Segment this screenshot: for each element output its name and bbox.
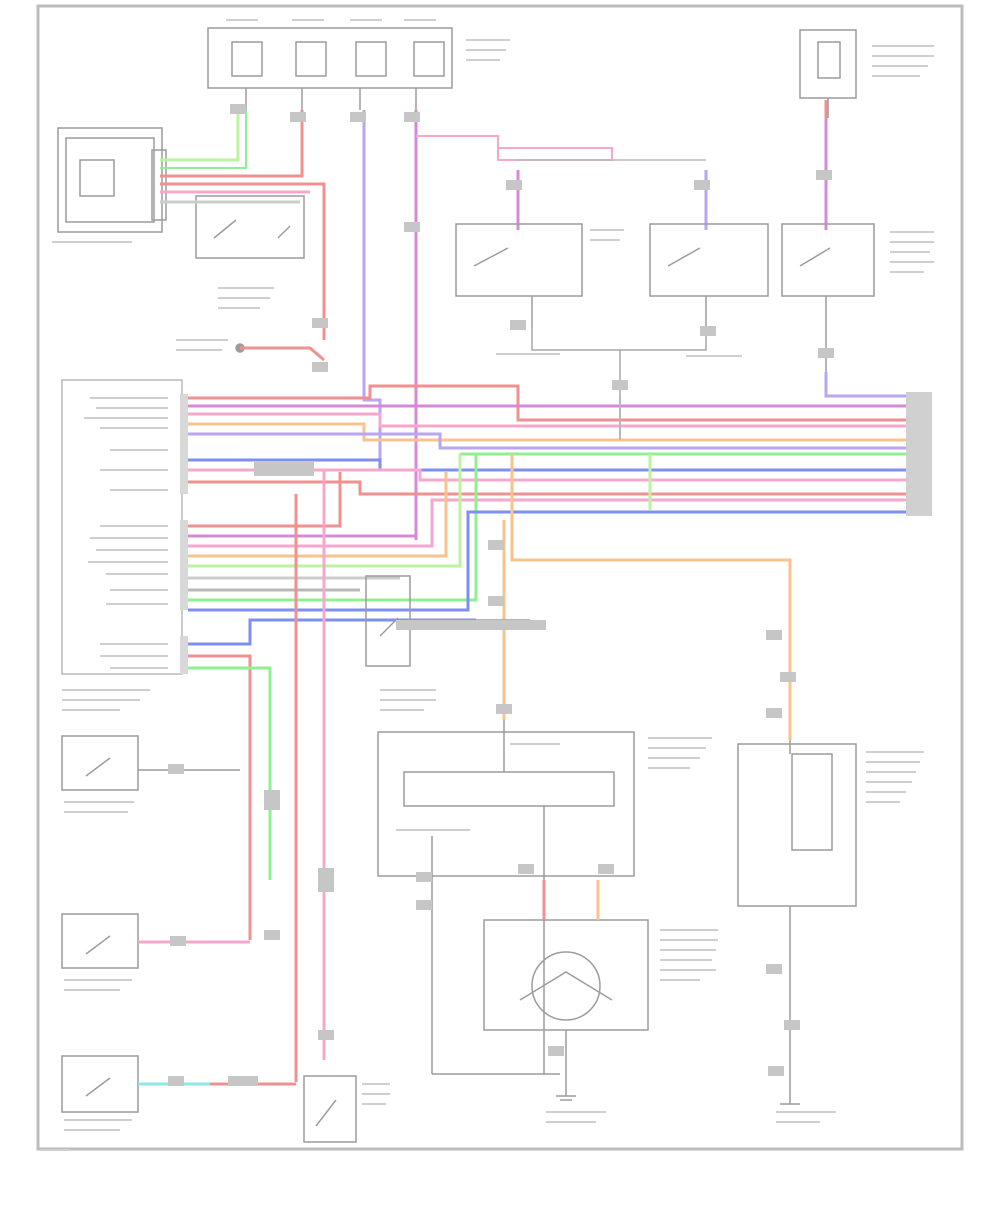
relay-ground-wires bbox=[531, 328, 908, 398]
motor-wires bbox=[542, 880, 600, 920]
module-pin-connectors bbox=[180, 394, 188, 674]
ground-icon bbox=[556, 1074, 576, 1101]
module-label-marks bbox=[396, 737, 712, 831]
control-module-icon bbox=[737, 740, 857, 1104]
fuse-block-icon bbox=[799, 29, 857, 118]
motor-icon bbox=[483, 919, 649, 1074]
switch-wires bbox=[138, 940, 296, 1086]
switch-label-marks bbox=[64, 801, 134, 1131]
control-module-icon bbox=[57, 127, 167, 233]
relay-label-marks bbox=[496, 229, 934, 357]
switch-label-marks bbox=[362, 1083, 390, 1105]
relay-icon bbox=[195, 195, 305, 259]
harness-right-connector bbox=[906, 392, 932, 516]
fuse-block-icon bbox=[207, 27, 453, 110]
module-label-marks bbox=[776, 751, 924, 1123]
fuse-label-marks bbox=[226, 19, 510, 61]
relay-label-marks bbox=[218, 287, 274, 309]
switch-icon bbox=[303, 1075, 357, 1143]
fuse-label-marks bbox=[872, 45, 934, 77]
connector-icon bbox=[235, 343, 325, 362]
wire-connector-marks bbox=[168, 104, 834, 1086]
motor-label-marks bbox=[660, 929, 718, 981]
control-module-icon bbox=[377, 720, 635, 1075]
switch-icon bbox=[61, 735, 240, 1113]
relay-label-marks bbox=[380, 689, 436, 711]
module-pin-labels bbox=[62, 397, 168, 711]
harness-wires bbox=[188, 384, 908, 1082]
ground-label-marks bbox=[546, 1111, 606, 1123]
relay-icon bbox=[455, 159, 875, 372]
diagram-border bbox=[36, 4, 964, 1151]
